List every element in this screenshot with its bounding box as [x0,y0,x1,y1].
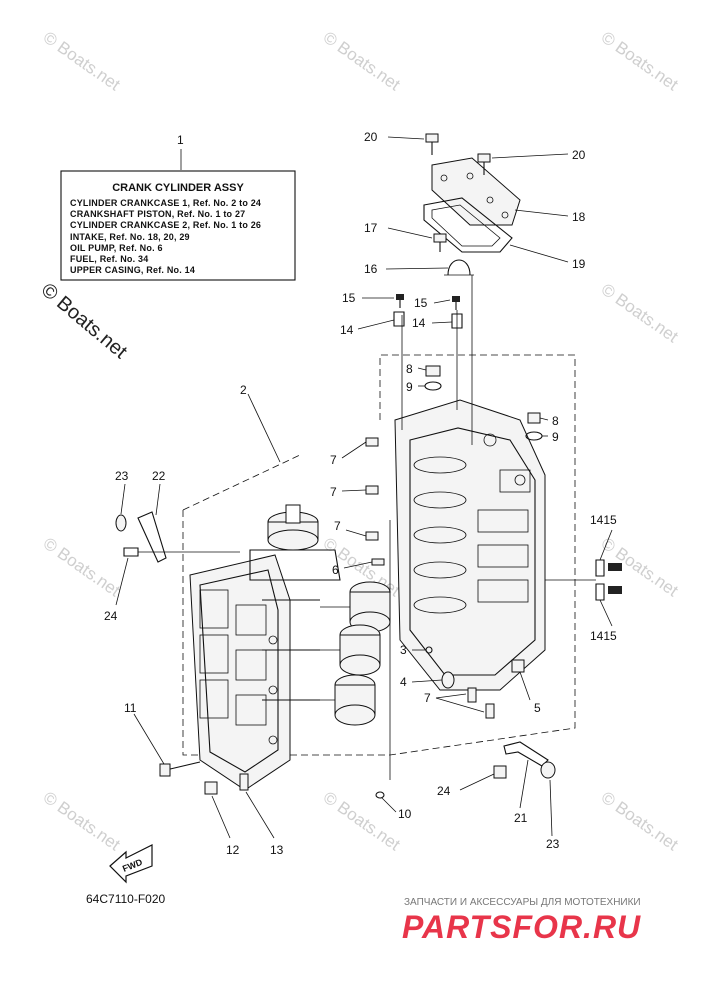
clip-14b [451,313,463,329]
callout-5: 5 [534,701,541,715]
callout-2: 2 [240,383,247,397]
callout-12: 12 [226,843,240,857]
watermark: © Boats.net [40,28,124,95]
callout-6: 6 [332,563,339,577]
shop-subtitle: ЗАПЧАСТИ И АКСЕССУАРЫ ДЛЯ МОТОТЕХНИКИ [404,897,641,908]
watermark: © Boats.net [320,28,404,95]
watermark: © Boats.net [320,788,404,855]
dowel-6 [371,558,385,566]
bolt-15a [396,294,404,308]
callout-1415: 1415 [590,629,617,643]
exhaust-gasket [423,197,513,253]
callout-18: 18 [572,210,586,224]
shop-watermark: ЗАПЧАСТИ И АКСЕССУАРЫ ДЛЯ МОТОТЕХНИКИ PA… [402,897,641,945]
callout-19: 19 [572,257,586,271]
bolt-11 [159,761,201,777]
washer-9a [424,381,442,391]
piston [310,624,381,676]
callout-14: 14 [340,323,354,337]
assembly-line: UPPER CASING, Ref. No. 14 [70,265,195,275]
callout-7: 7 [330,453,337,467]
assembly-line: CRANKSHAFT PISTON, Ref. No. 1 to 27 [70,209,245,219]
callout-numbers: 20 20 18 17 19 16 15 15 14 14 8 9 8 9 2 … [104,130,617,857]
leader-lines [115,136,613,839]
parts-21-23-24-bottom [493,741,556,779]
callout-9: 9 [406,380,413,394]
exhaust-cover [431,157,521,226]
callout-11: 11 [124,701,137,715]
assembly-line: FUEL, Ref. No. 34 [70,254,148,264]
piston [320,581,391,633]
watermark-main: © Boats.net [37,279,132,363]
clamp-16 [444,259,474,276]
callout-20: 20 [572,148,586,162]
bolts-1415 [545,559,622,601]
bolt-20b [477,153,491,175]
bolt-20a [425,133,439,155]
plug-8b [527,412,541,424]
callout-13: 13 [270,843,284,857]
assembly-line: CYLINDER CRANKCASE 1, Ref. No. 2 to 24 [70,198,261,208]
assembly-reference-box: 1 CRANK CYLINDER ASSY CYLINDER CRANKCASE… [60,133,296,281]
cylinder-block [394,275,546,691]
parts-22-23-24 [115,511,240,563]
assembly-title: CRANK CYLINDER ASSY [112,182,244,194]
callout-4: 4 [400,675,407,689]
callout-22: 22 [152,469,166,483]
callout-7: 7 [424,691,431,705]
bolt-15b [452,296,460,310]
crankcase-half-left [189,554,291,791]
callout-24: 24 [437,784,451,798]
callout-10: 10 [398,807,412,821]
watermark: © Boats.net [598,788,682,855]
forward-arrow-icon: FWD [109,844,153,884]
clip-14a [393,311,405,327]
callout-8: 8 [552,414,559,428]
assembly-line: INTAKE, Ref. No. 18, 20, 29 [70,232,190,242]
callout-7: 7 [330,485,337,499]
diagram-part-code: 64C7110-F020 [86,892,165,906]
parts-12-13 [204,773,249,795]
callout-23: 23 [115,469,129,483]
callout-14: 14 [412,316,426,330]
callout-3: 3 [400,643,407,657]
callout-15: 15 [342,291,356,305]
callout-7: 7 [334,519,341,533]
assembly-boundary [182,354,576,756]
callout-17: 17 [364,221,378,235]
watermark: © Boats.net [40,788,124,855]
shop-logo: PARTSFOR.RU [402,909,641,945]
watermark: © Boats.net [598,280,682,347]
callout-23: 23 [546,837,560,851]
callout-21: 21 [514,811,528,825]
callout-15: 15 [414,296,428,310]
assembly-line: OIL PUMP, Ref. No. 6 [70,243,163,253]
callout-20: 20 [364,130,378,144]
watermark: © Boats.net [40,534,124,601]
plug-8a [425,365,441,377]
callout-24: 24 [104,609,118,623]
watermark: © Boats.net [598,28,682,95]
washer-9b [525,431,543,441]
crankshaft-piston-assembly [249,504,391,726]
callout-number: 1 [177,133,184,147]
assembly-line: CYLINDER CRANKCASE 2, Ref. No. 1 to 26 [70,220,261,230]
callout-16: 16 [364,262,378,276]
bolt-17 [433,233,447,252]
piston [305,674,376,726]
dowel-10 [375,520,391,799]
callout-8: 8 [406,362,413,376]
callout-1415: 1415 [590,513,617,527]
callout-9: 9 [552,430,559,444]
parts-3-4-5 [425,646,525,689]
